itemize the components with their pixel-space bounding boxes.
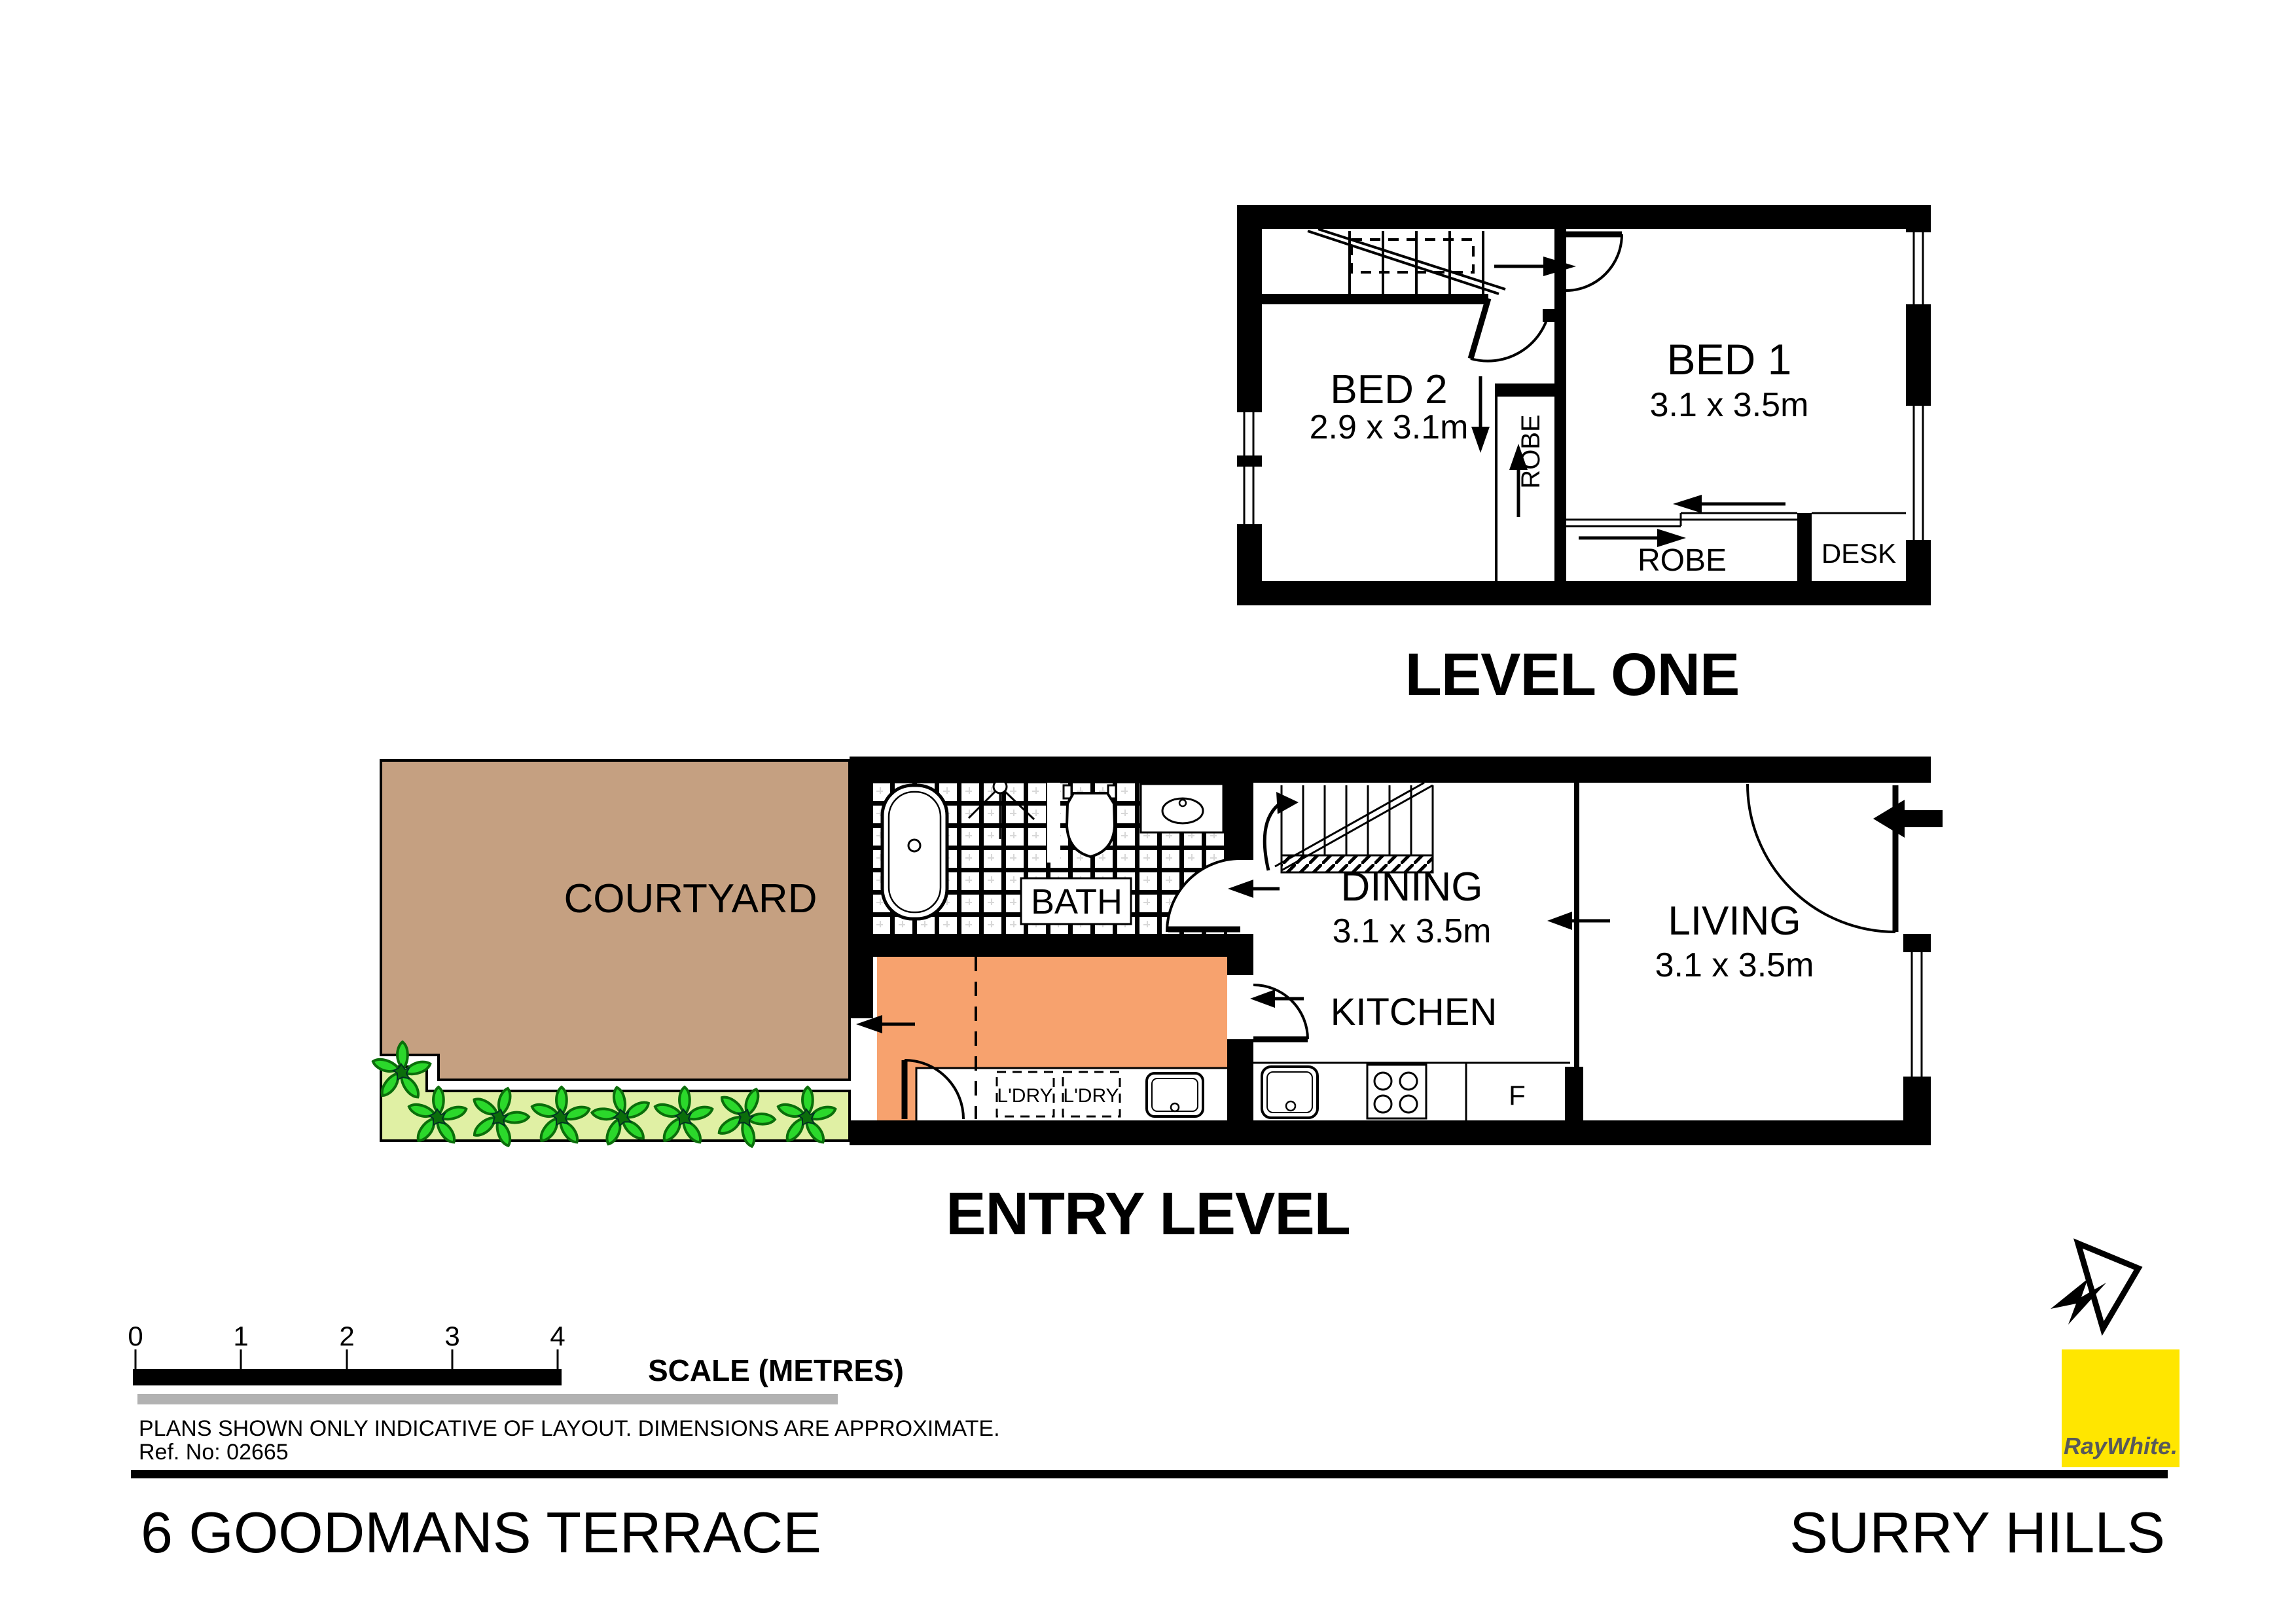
bed1-label: BED 1 xyxy=(1667,335,1792,383)
kitchen: F KITCHEN xyxy=(1253,991,1570,1120)
door-bed2 xyxy=(1467,297,1550,363)
bed2-dims: 2.9 x 3.1m xyxy=(1310,408,1469,446)
courtyard-label: COURTYARD xyxy=(564,876,817,921)
living-dims: 3.1 x 3.5m xyxy=(1655,946,1814,984)
entry-level-plan: COURTYARD xyxy=(370,757,1943,1247)
entry-level-caption: ENTRY LEVEL xyxy=(946,1181,1350,1247)
bath-label-box: BATH xyxy=(1020,877,1132,925)
courtyard-entry-arrow xyxy=(856,1015,915,1033)
bed2-label: BED 2 xyxy=(1330,367,1447,412)
scale-gray-bar xyxy=(137,1394,838,1404)
door-bath xyxy=(1166,857,1241,933)
kitchen-sink-icon xyxy=(1261,1065,1319,1119)
footer-address: 6 GOODMANS TERRACE xyxy=(141,1500,821,1565)
footer: 6 GOODMANS TERRACE SURRY HILLS xyxy=(131,1470,2168,1565)
robe-side-label: ROBE xyxy=(1516,414,1545,488)
door-bed1 xyxy=(1565,231,1623,292)
laundry-tub-icon xyxy=(1145,1072,1204,1118)
scale-tick-4: 4 xyxy=(550,1321,565,1351)
bathroom: BATH xyxy=(873,779,1280,934)
shower-screen xyxy=(1047,783,1060,863)
dining-dims: 3.1 x 3.5m xyxy=(1333,912,1492,950)
vanity-basin-icon xyxy=(1139,783,1225,834)
window xyxy=(1906,232,1931,304)
dining-opening-arrow xyxy=(1547,912,1610,930)
fridge-label: F xyxy=(1509,1080,1526,1111)
entry-hall: L'DRY L'DRY xyxy=(856,957,1309,1120)
branding: RayWhite. xyxy=(2051,1238,2179,1467)
scale-tick-2: 2 xyxy=(339,1321,354,1351)
bathtub-icon xyxy=(880,783,949,921)
north-arrow-icon xyxy=(2051,1238,2143,1336)
living-label: LIVING xyxy=(1668,899,1801,944)
bed1-dims: 3.1 x 3.5m xyxy=(1650,386,1809,424)
bed1-robe-desk: ROBE DESK xyxy=(1566,495,1906,581)
scale-bar-label: SCALE (METRES) xyxy=(648,1353,904,1387)
level-one-plan: ROBE ROBE DESK BED 2 2.9 x 3.1m BED 1 3.… xyxy=(1237,205,1931,708)
door-hall-kitchen xyxy=(1253,984,1309,1043)
raywhite-logo-text: RayWhite. xyxy=(2064,1433,2178,1459)
level-one-windows xyxy=(1237,232,1931,540)
dining-label: DINING xyxy=(1341,865,1483,910)
landing-direction-arrow xyxy=(1494,257,1576,276)
level-one-stairs xyxy=(1307,228,1506,295)
door-courtyard xyxy=(901,1059,965,1120)
disclaimer-text: PLANS SHOWN ONLY INDICATIVE OF LAYOUT. D… xyxy=(139,1416,1000,1441)
slide-arrow-left xyxy=(1673,495,1785,513)
plan-notes: PLANS SHOWN ONLY INDICATIVE OF LAYOUT. D… xyxy=(139,1416,1000,1465)
laundry-label-1: L'DRY xyxy=(997,1085,1052,1107)
scale-tick-3: 3 xyxy=(444,1321,459,1351)
ref-number: Ref. No: 02665 xyxy=(139,1440,289,1465)
entry-stairs xyxy=(1263,781,1434,874)
bath-entry-arrow xyxy=(1228,880,1280,898)
scale-tick-0: 0 xyxy=(128,1321,143,1351)
raywhite-logo: RayWhite. xyxy=(2062,1349,2179,1467)
desk-label: DESK xyxy=(1821,538,1896,569)
front-entry-arrow xyxy=(1873,800,1943,838)
footer-suburb: SURRY HILLS xyxy=(1789,1500,2165,1565)
kitchen-entry-arrow xyxy=(1250,990,1304,1008)
scale-tick-1: 1 xyxy=(233,1321,248,1351)
laundry-label-2: L'DRY xyxy=(1063,1085,1119,1107)
slide-arrow-right xyxy=(1579,529,1686,547)
scale-bar-rule xyxy=(133,1369,562,1385)
window xyxy=(1906,406,1931,540)
window xyxy=(1237,467,1262,524)
window xyxy=(1237,412,1262,455)
slide-arrow-down xyxy=(1471,376,1490,453)
footer-divider xyxy=(131,1470,2168,1478)
toilet-icon xyxy=(1062,784,1117,859)
robe-bottom-label: ROBE xyxy=(1638,543,1727,578)
slide-arrow-up xyxy=(1509,444,1528,517)
bath-label: BATH xyxy=(1031,882,1122,921)
kitchen-label: KITCHEN xyxy=(1331,991,1498,1033)
courtyard: COURTYARD xyxy=(370,759,851,1156)
level-one-caption: LEVEL ONE xyxy=(1405,641,1740,708)
cooktop-icon xyxy=(1366,1063,1427,1120)
window xyxy=(1903,952,1931,1077)
laundry-bench: L'DRY L'DRY xyxy=(915,1067,1227,1120)
bed2-robe: ROBE xyxy=(1471,376,1545,581)
scale-bar: 0 1 2 3 4 SCALE (METRES) xyxy=(128,1321,904,1404)
entry-level-walls xyxy=(850,757,1931,1145)
